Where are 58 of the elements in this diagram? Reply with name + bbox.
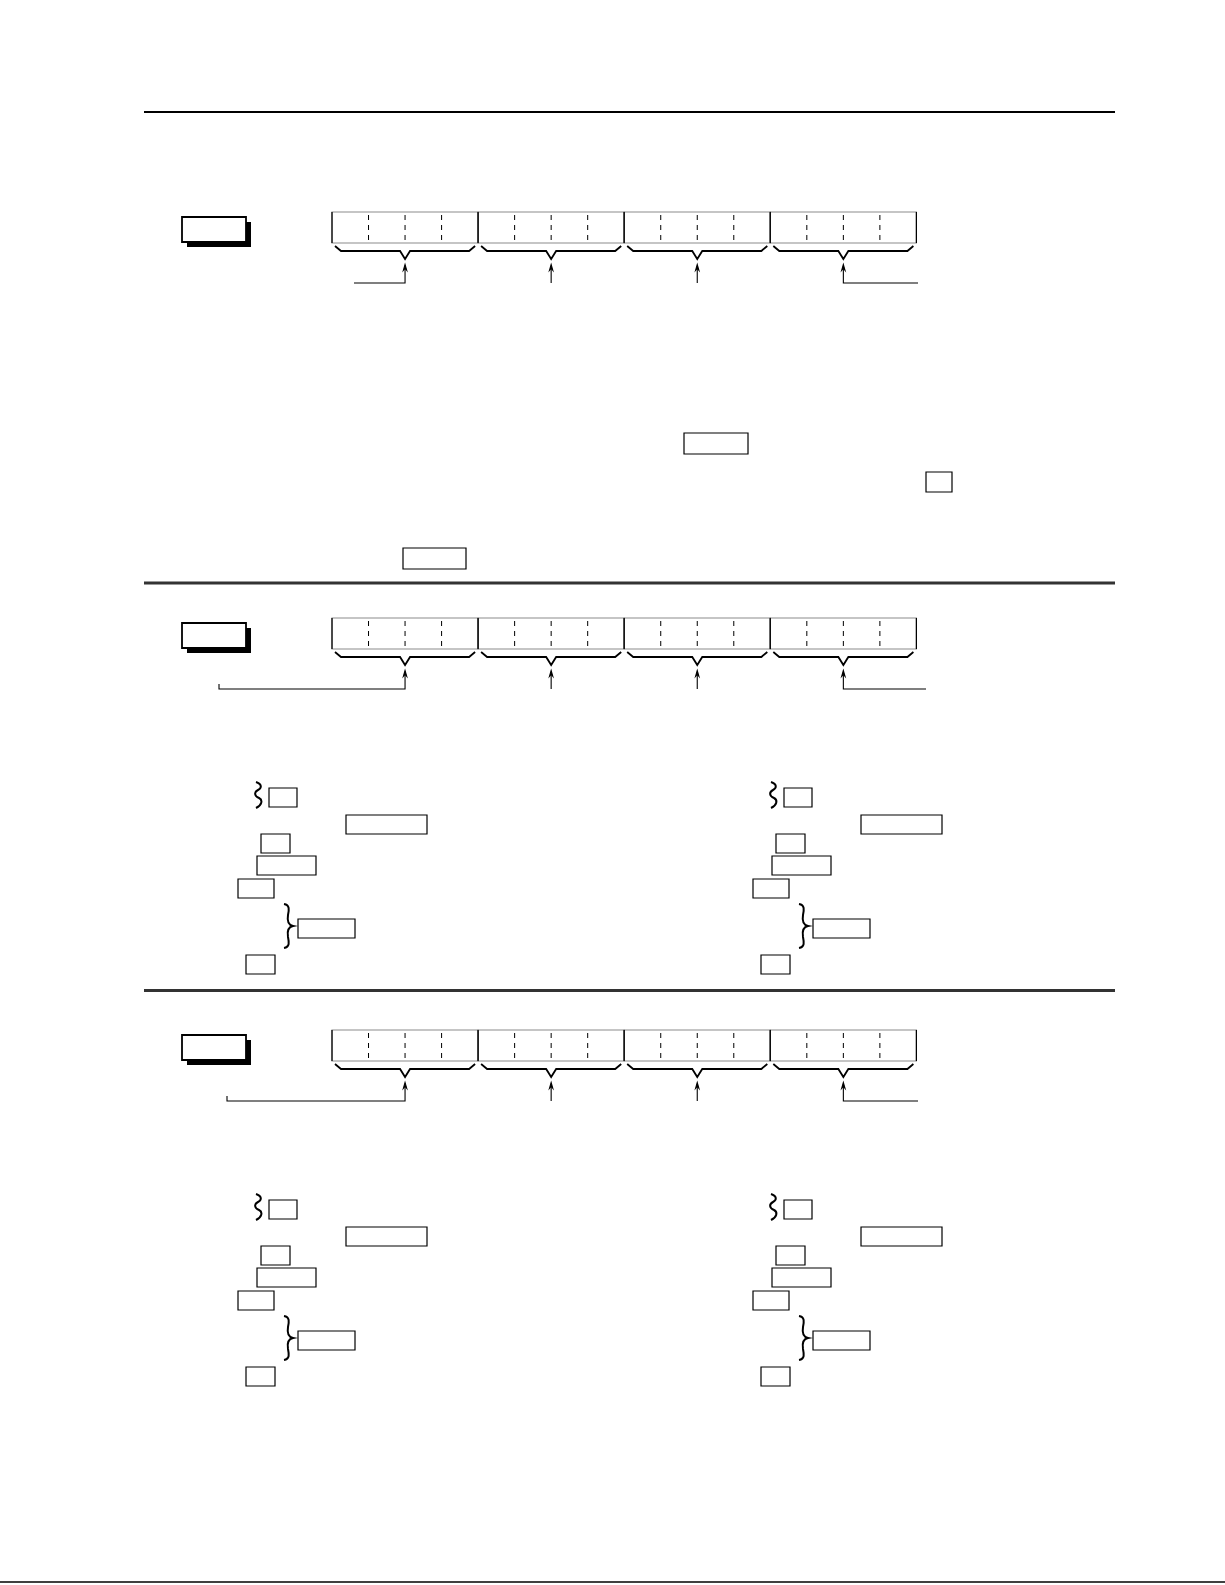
register-box bbox=[769, 617, 917, 650]
brace bbox=[626, 1063, 769, 1079]
brace bbox=[334, 245, 476, 261]
blank-box bbox=[345, 1226, 428, 1247]
blank-box bbox=[775, 1245, 806, 1266]
blank-box bbox=[345, 814, 428, 835]
register-box bbox=[331, 1029, 479, 1062]
blank-box bbox=[256, 1267, 317, 1288]
blank-box bbox=[771, 1267, 832, 1288]
register-box bbox=[477, 617, 625, 650]
blank-box bbox=[683, 432, 749, 455]
blank-box bbox=[752, 1290, 790, 1311]
key-box bbox=[181, 1034, 251, 1065]
brace bbox=[334, 651, 476, 667]
brace bbox=[626, 651, 769, 667]
blank-box bbox=[752, 878, 790, 899]
blank-box bbox=[760, 1366, 791, 1387]
brace bbox=[626, 245, 769, 261]
blank-box bbox=[760, 954, 791, 975]
blank-box bbox=[925, 471, 953, 493]
blank-box bbox=[268, 1199, 298, 1220]
blank-box bbox=[245, 954, 276, 975]
blank-box bbox=[783, 787, 813, 808]
blank-box bbox=[860, 1226, 943, 1247]
brace bbox=[480, 245, 623, 261]
blank-box bbox=[783, 1199, 813, 1220]
blank-box bbox=[237, 878, 275, 899]
register-box bbox=[623, 617, 771, 650]
register-box bbox=[477, 211, 625, 244]
register-box bbox=[623, 211, 771, 244]
brace bbox=[480, 651, 623, 667]
register-box bbox=[331, 211, 479, 244]
blank-box bbox=[297, 1330, 356, 1351]
blank-box bbox=[297, 918, 356, 939]
blank-box bbox=[812, 918, 871, 939]
blank-box bbox=[256, 855, 317, 876]
register-box bbox=[623, 1029, 771, 1062]
brace bbox=[772, 1063, 915, 1079]
blank-box bbox=[260, 833, 291, 854]
blank-box bbox=[812, 1330, 871, 1351]
brace bbox=[334, 1063, 476, 1079]
register-box bbox=[769, 1029, 917, 1062]
blank-box bbox=[245, 1366, 276, 1387]
register-box bbox=[477, 1029, 625, 1062]
key-box bbox=[181, 622, 251, 653]
blank-box bbox=[860, 814, 943, 835]
blank-box bbox=[260, 1245, 291, 1266]
blank-box bbox=[402, 547, 467, 570]
blank-box bbox=[268, 787, 298, 808]
blank-box bbox=[775, 833, 806, 854]
brace bbox=[772, 651, 915, 667]
blank-box bbox=[771, 855, 832, 876]
brace bbox=[480, 1063, 623, 1079]
register-box bbox=[331, 617, 479, 650]
blank-box bbox=[237, 1290, 275, 1311]
register-box bbox=[769, 211, 917, 244]
key-box bbox=[181, 216, 251, 247]
brace bbox=[772, 245, 915, 261]
